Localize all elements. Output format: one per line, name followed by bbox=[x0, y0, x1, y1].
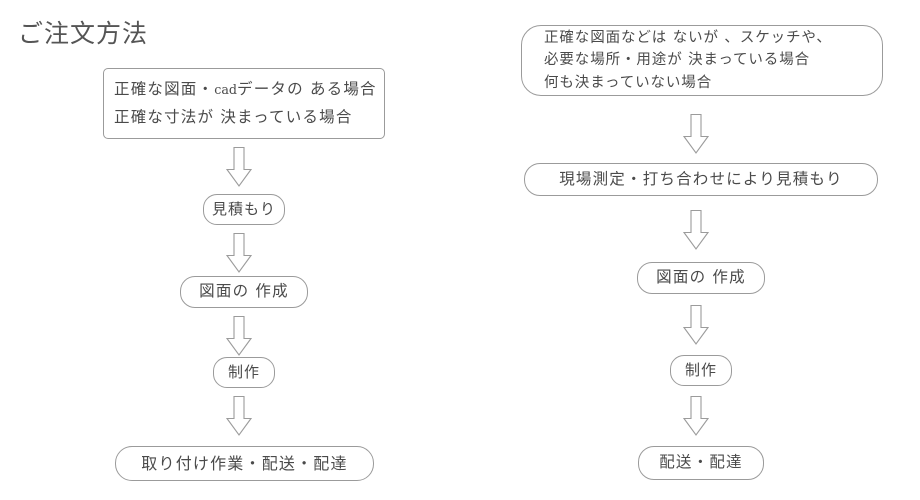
flow-node-left-3: 図面の 作成 bbox=[180, 276, 308, 308]
down-arrow-icon bbox=[225, 395, 253, 436]
flow-node-left-3-label: 図面の 作成 bbox=[199, 282, 289, 301]
flow-node-right-1-line3: 何も決まっていない場合 bbox=[544, 74, 713, 91]
flow-node-left-1-line1-latin: cad bbox=[214, 81, 238, 97]
flow-node-right-5: 配送・配達 bbox=[638, 446, 764, 480]
flow-node-right-2: 現場測定・打ち合わせにより見積もり bbox=[524, 163, 878, 196]
flow-node-left-4: 制作 bbox=[213, 357, 275, 388]
flow-node-left-1-line1: 正確な図面・cadデータの ある場合 bbox=[114, 78, 377, 101]
flow-node-left-5-label: 取り付け作業・配送・配達 bbox=[141, 453, 348, 473]
flow-node-right-3-label: 図面の 作成 bbox=[656, 268, 746, 287]
flow-node-left-4-label: 制作 bbox=[227, 363, 260, 382]
flow-node-right-1: 正確な図面などは ないが 、スケッチや、 必要な場所・用途が 決まっている場合 … bbox=[521, 25, 883, 96]
flow-node-right-3: 図面の 作成 bbox=[637, 262, 765, 294]
page-title: ご注文方法 bbox=[18, 19, 149, 48]
flow-node-right-4: 制作 bbox=[670, 355, 732, 386]
flow-node-right-1-line1: 正確な図面などは ないが 、スケッチや、 bbox=[544, 29, 832, 46]
flow-node-right-4-label: 制作 bbox=[684, 361, 717, 380]
down-arrow-icon bbox=[682, 209, 710, 250]
flow-node-right-5-label: 配送・配達 bbox=[659, 453, 743, 472]
flow-node-left-1-line1-pre: 正確な図面・ bbox=[114, 79, 215, 98]
down-arrow-icon bbox=[225, 232, 253, 273]
flow-node-left-2: 見積もり bbox=[203, 194, 285, 225]
down-arrow-icon bbox=[225, 146, 253, 187]
down-arrow-icon bbox=[682, 395, 710, 436]
flow-node-left-2-label: 見積もり bbox=[211, 200, 276, 219]
flow-node-left-1: 正確な図面・cadデータの ある場合 正確な寸法が 決まっている場合 bbox=[103, 68, 385, 139]
flow-node-right-2-label: 現場測定・打ち合わせにより見積もり bbox=[559, 169, 843, 188]
down-arrow-icon bbox=[682, 113, 710, 154]
flow-node-left-1-line2: 正確な寸法が 決まっている場合 bbox=[114, 108, 353, 127]
flow-node-right-1-line2: 必要な場所・用途が 決まっている場合 bbox=[544, 52, 811, 69]
down-arrow-icon bbox=[682, 304, 710, 345]
flow-node-left-5: 取り付け作業・配送・配達 bbox=[115, 446, 374, 481]
flow-node-left-1-line1-post: データの ある場合 bbox=[237, 79, 377, 98]
down-arrow-icon bbox=[225, 315, 253, 356]
